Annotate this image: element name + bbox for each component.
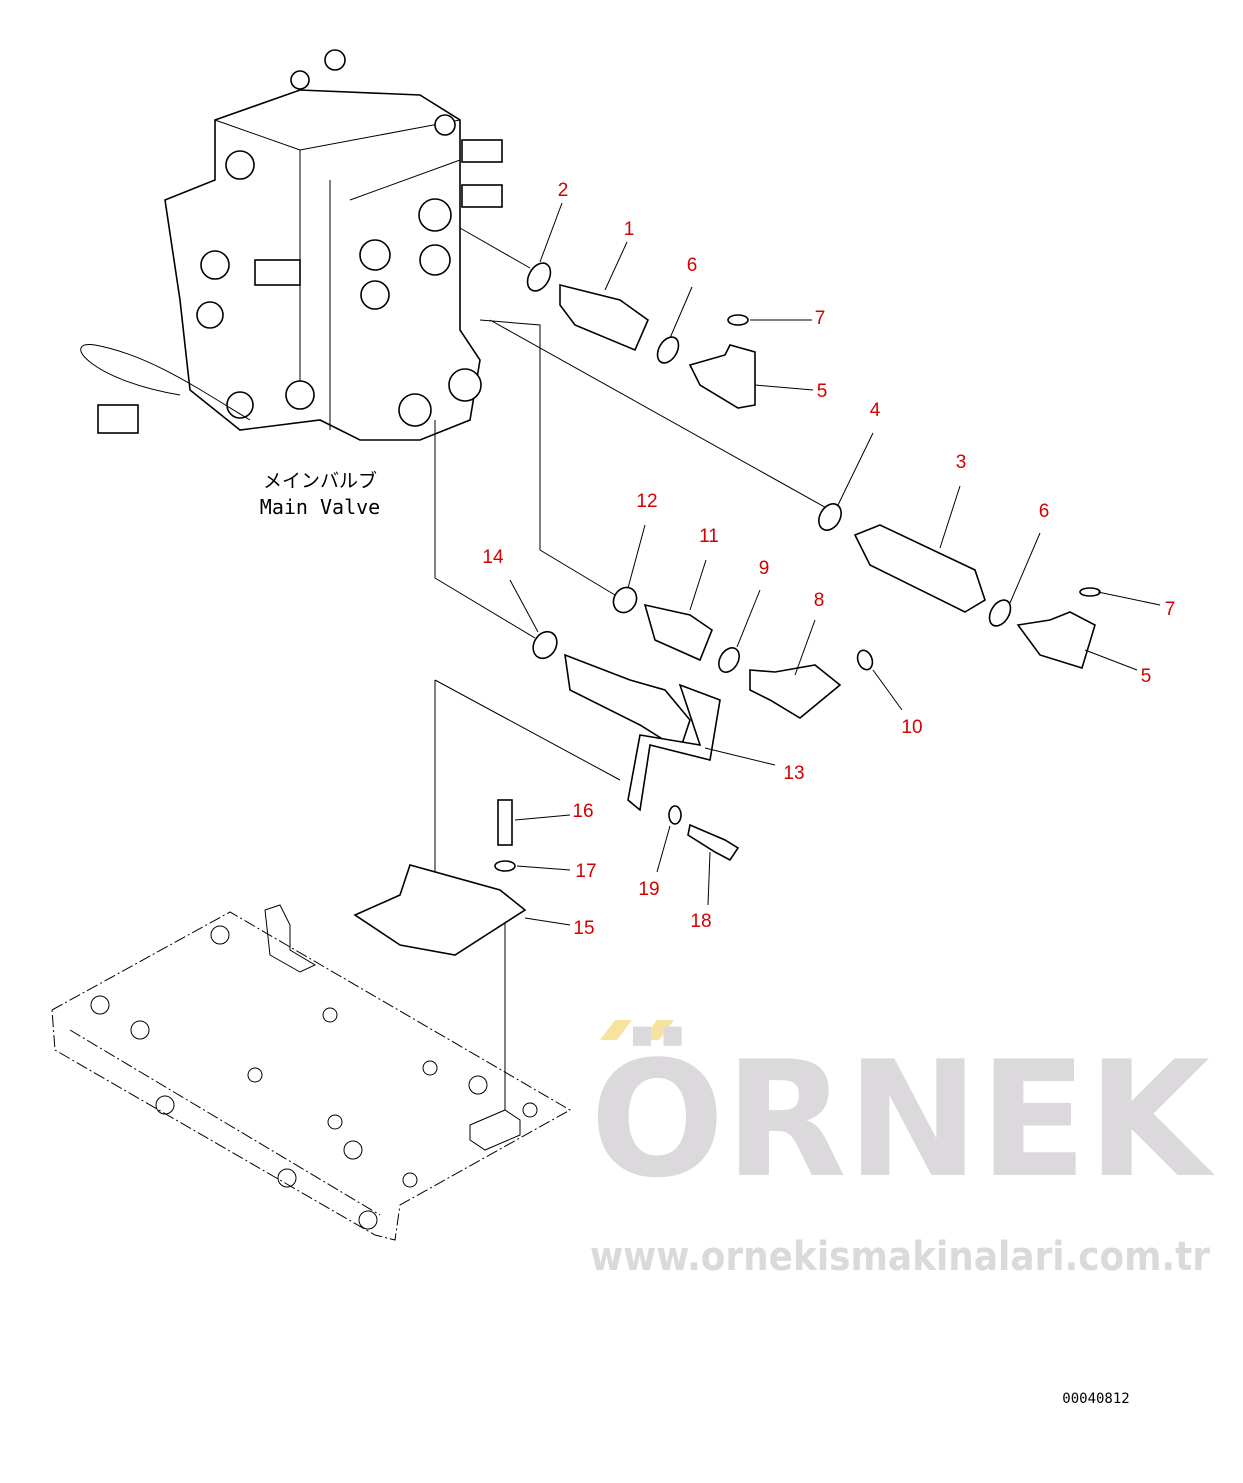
- callout-leader: [669, 286, 693, 339]
- callout-leader: [1009, 532, 1041, 604]
- fitting-1: [559, 283, 649, 352]
- o-ring-12: [612, 586, 638, 614]
- callout-leader: [604, 241, 628, 291]
- callout-number: 9: [759, 558, 770, 579]
- o-ring-14: [532, 630, 558, 660]
- fitting-3: [853, 524, 986, 613]
- main-valve-label-en: Main Valve: [260, 495, 380, 519]
- callout-leader: [514, 814, 571, 821]
- callout-number: 6: [687, 255, 698, 276]
- drawing-code: 00040812: [1062, 1391, 1129, 1407]
- callout-leader: [656, 825, 671, 873]
- o-ring-4: [818, 503, 842, 531]
- frame-plate: [51, 904, 572, 1241]
- callout-leader: [736, 589, 761, 648]
- watermark: ÖRNEK www.ornekismakinalari.com.tr: [590, 1020, 1215, 1280]
- callout-leader: [516, 865, 571, 871]
- callout-number: 7: [815, 308, 826, 329]
- callout-number: 4: [870, 400, 881, 421]
- callout-number: 13: [783, 763, 804, 784]
- parts: [353, 262, 1101, 956]
- washer-19: [668, 805, 682, 825]
- callout-leader: [707, 851, 711, 906]
- o-ring-6: [656, 336, 680, 364]
- callout-number: 12: [636, 491, 657, 512]
- callout-number: 10: [901, 717, 922, 738]
- callout-number: 14: [482, 547, 504, 568]
- callout-leader: [539, 202, 563, 263]
- callout-number: 5: [1141, 666, 1152, 687]
- callout-number: 11: [699, 526, 719, 547]
- bolt-16: [497, 799, 513, 846]
- callout-number: 18: [690, 911, 711, 932]
- callout-leader: [837, 432, 874, 506]
- watermark-url: www.ornekismakinalari.com.tr: [590, 1234, 1210, 1280]
- assembly-lines: [434, 227, 831, 1110]
- o-ring-6b: [988, 599, 1012, 627]
- main-valve-drawing: [80, 49, 503, 441]
- callout-number: 6: [1039, 501, 1050, 522]
- bracket-15: [353, 864, 527, 956]
- o-ring-9: [718, 647, 740, 673]
- callout-leader: [524, 917, 571, 926]
- callout-leader: [754, 384, 814, 391]
- elbow-8: [749, 664, 842, 719]
- fitting-11: [643, 603, 713, 662]
- callout-number: 8: [814, 590, 825, 611]
- callout-leader: [509, 579, 539, 633]
- callout-leader: [704, 747, 776, 766]
- callout-number: 5: [817, 381, 828, 402]
- callout-number: 2: [558, 180, 569, 201]
- callout-number: 16: [572, 801, 593, 822]
- callout-leader: [1097, 591, 1161, 606]
- callout-number: 17: [575, 861, 596, 882]
- o-ring-10: [856, 649, 874, 671]
- callout-number: 19: [638, 879, 659, 900]
- callout-leader: [794, 619, 816, 676]
- watermark-accent: [642, 1020, 674, 1040]
- watermark-accent: [600, 1020, 632, 1040]
- bolt-18: [687, 823, 740, 862]
- bracket-13: [627, 683, 721, 812]
- plug-7: [727, 314, 749, 326]
- washer-17: [494, 860, 516, 872]
- plug-7b: [1079, 587, 1101, 597]
- elbow-5b: [1016, 611, 1096, 670]
- main-valve-label-jp: メインバルブ: [263, 469, 377, 492]
- callout-leader: [627, 524, 646, 589]
- callout-leader: [872, 669, 903, 711]
- valve-13: [564, 653, 691, 752]
- callout-number: 3: [956, 452, 967, 473]
- callout-leader: [689, 559, 707, 611]
- callout-number: 15: [573, 918, 594, 939]
- callout-leader: [939, 485, 961, 549]
- o-ring-2: [526, 262, 552, 292]
- watermark-brand: ÖRNEK: [590, 1025, 1215, 1213]
- callout-number: 7: [1165, 599, 1176, 620]
- callout-number: 1: [624, 219, 635, 240]
- callout-leader: [1084, 649, 1138, 671]
- elbow-5: [688, 344, 756, 409]
